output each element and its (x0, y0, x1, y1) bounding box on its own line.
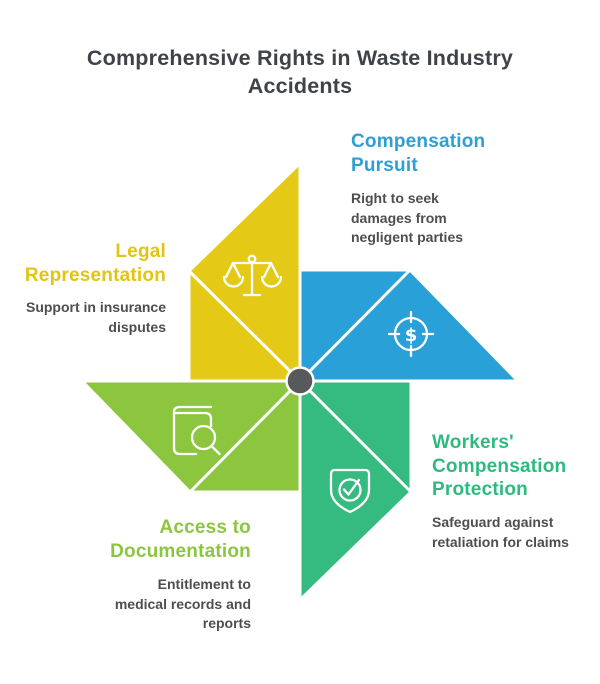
blade-divider (187, 269, 302, 383)
section-body-access-documentation: Entitlement to medical records and repor… (114, 576, 251, 631)
page-title: Comprehensive Rights in Waste Industry A… (86, 46, 514, 98)
section-body-compensation-pursuit: Right to seek damages from negligent par… (351, 190, 464, 245)
section-body-workers-compensation: Safeguard against retaliation for claims (432, 514, 569, 550)
dollar-target-icon: $ (387, 310, 435, 358)
section-heading-legal-representation: Legal Representation (24, 241, 166, 286)
blade-divider (298, 268, 412, 383)
shield-check-icon (329, 468, 371, 514)
section-heading-workers-compensation: Workers' Compensation Protection (432, 432, 567, 500)
pinwheel-center (285, 366, 315, 396)
section-body-legal-representation: Support in insurance disputes (25, 299, 166, 335)
section-heading-compensation-pursuit: Compensation Pursuit (351, 131, 486, 176)
blade-workers-compensation (298, 379, 413, 602)
section-heading-access-documentation: Access to Documentation (110, 517, 251, 562)
blade-divider (298, 379, 413, 494)
blade-divider (188, 379, 302, 494)
scales-icon (222, 254, 283, 297)
blade-legal-representation (187, 161, 302, 383)
svg-text:$: $ (405, 325, 418, 346)
book-search-icon (172, 405, 221, 456)
